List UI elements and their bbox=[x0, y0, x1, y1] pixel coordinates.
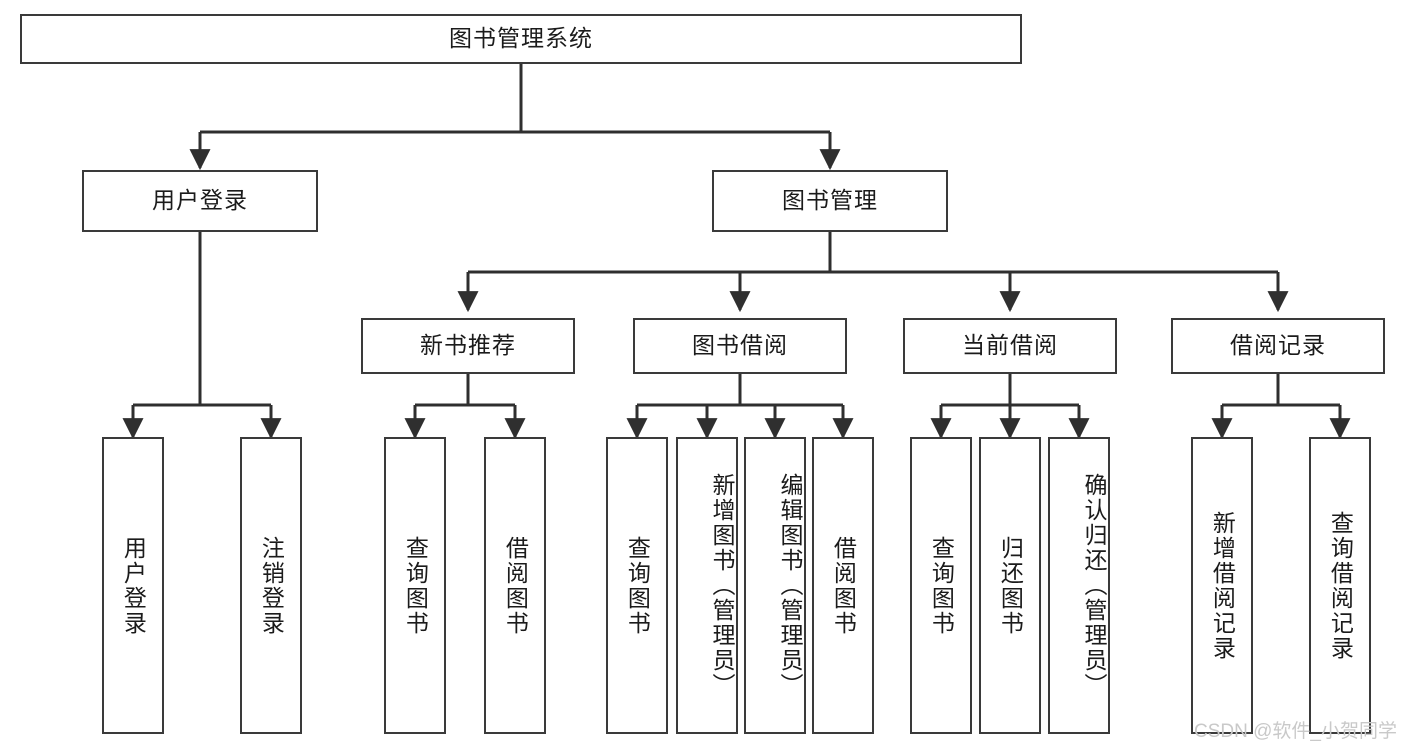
node-new-book-recommend[interactable]: 新书推荐 bbox=[361, 318, 575, 374]
leaf-add-borrow-record[interactable]: 新增借阅记录 bbox=[1191, 437, 1253, 734]
leaf-borrow-book[interactable]: 借阅图书 bbox=[812, 437, 874, 734]
node-root-system[interactable]: 图书管理系统 bbox=[20, 14, 1022, 64]
leaf-query-book-recommend[interactable]: 查询图书 bbox=[384, 437, 446, 734]
leaf-edit-book-admin[interactable]: 编辑图书（管理员） bbox=[744, 437, 806, 734]
leaf-return-book[interactable]: 归还图书 bbox=[979, 437, 1041, 734]
node-user-login[interactable]: 用户登录 bbox=[82, 170, 318, 232]
node-borrow-records[interactable]: 借阅记录 bbox=[1171, 318, 1385, 374]
node-book-borrow[interactable]: 图书借阅 bbox=[633, 318, 847, 374]
leaf-query-borrow-record[interactable]: 查询借阅记录 bbox=[1309, 437, 1371, 734]
leaf-borrow-book-recommend[interactable]: 借阅图书 bbox=[484, 437, 546, 734]
node-current-borrow[interactable]: 当前借阅 bbox=[903, 318, 1117, 374]
leaf-add-book-admin[interactable]: 新增图书（管理员） bbox=[676, 437, 738, 734]
csdn-watermark: CSDN @软件_小贺同学 bbox=[1194, 721, 1397, 742]
leaf-confirm-return-admin[interactable]: 确认归还（管理员） bbox=[1048, 437, 1110, 734]
leaf-user-login[interactable]: 用户登录 bbox=[102, 437, 164, 734]
node-book-management[interactable]: 图书管理 bbox=[712, 170, 948, 232]
leaf-query-book-current[interactable]: 查询图书 bbox=[910, 437, 972, 734]
leaf-query-book-borrow[interactable]: 查询图书 bbox=[606, 437, 668, 734]
leaf-logout-login[interactable]: 注销登录 bbox=[240, 437, 302, 734]
